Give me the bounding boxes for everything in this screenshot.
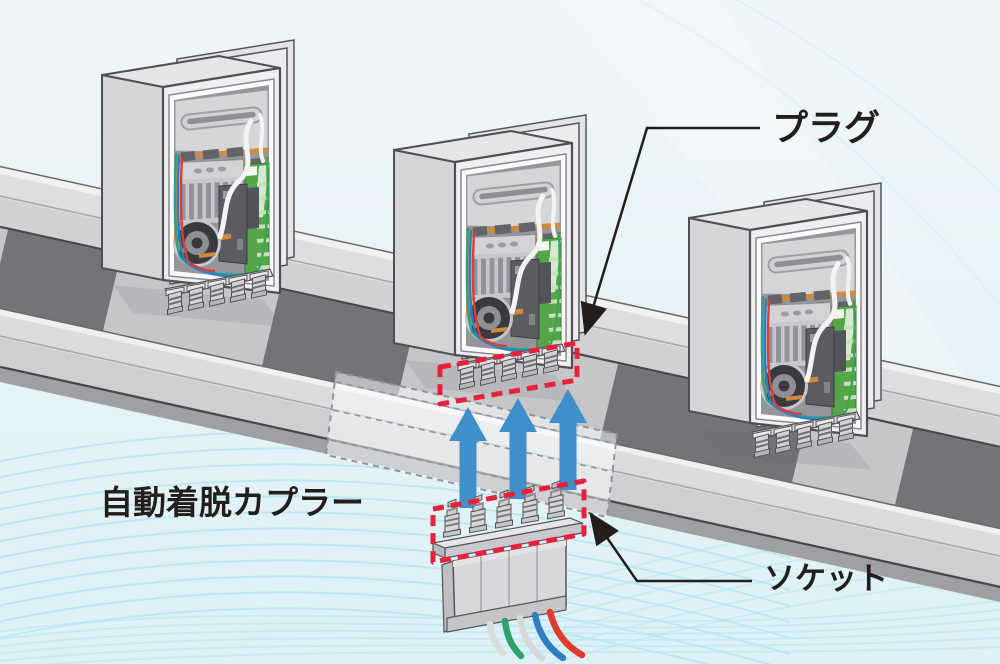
plug-label: プラグ xyxy=(772,107,880,148)
coupling-arrows xyxy=(449,389,587,508)
up-arrow-icon xyxy=(549,389,587,490)
up-arrow-icon xyxy=(449,407,487,508)
coupler-label: 自動着脱カプラー xyxy=(100,484,364,521)
plug-leader-line xyxy=(580,126,760,336)
plug-highlight-box xyxy=(437,340,580,407)
socket-label: ソケット xyxy=(764,561,888,596)
up-arrow-icon xyxy=(499,398,537,499)
socket-cables xyxy=(486,608,586,662)
socket-highlight-box xyxy=(430,478,587,565)
socket-unit xyxy=(430,479,586,662)
wave-arcs-top-right xyxy=(635,0,1000,308)
socket-leader-line xyxy=(589,511,752,583)
